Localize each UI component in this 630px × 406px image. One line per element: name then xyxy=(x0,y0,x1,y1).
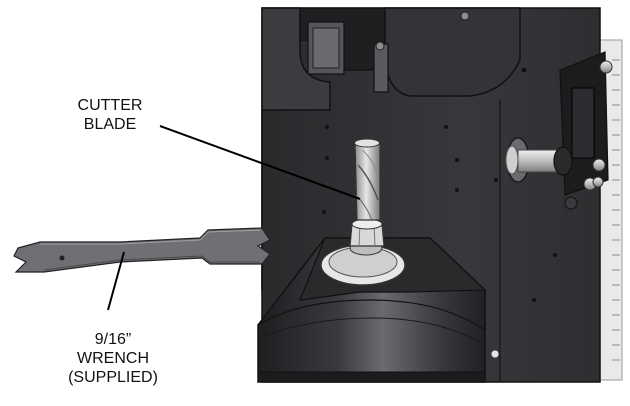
wrench-label-line3: (SUPPLIED) xyxy=(68,369,158,386)
top-housing-right xyxy=(384,7,521,97)
base-foot xyxy=(257,371,486,383)
wrench-label-line2: WRENCH xyxy=(77,350,149,367)
top-housing-left xyxy=(261,7,331,111)
cutter-blade xyxy=(354,142,381,221)
cutter-leader-line xyxy=(159,125,361,200)
wrench-leader-line xyxy=(107,251,125,311)
wrench-outline xyxy=(13,227,271,273)
scale-ticks xyxy=(612,59,620,361)
cutter-blade-label-line1: CUTTER xyxy=(77,97,143,114)
wrench-label: 9/16” WRENCH (SUPPLIED) xyxy=(58,330,168,387)
clamp-pin xyxy=(373,43,389,93)
top-screw xyxy=(460,11,470,21)
wrench-label-line1: 9/16” xyxy=(94,331,132,348)
cutter-blade-label: CUTTER BLADE xyxy=(62,96,158,134)
wrench-hole xyxy=(59,255,65,261)
body-screws xyxy=(322,67,557,302)
cutter-blade-label-line2: BLADE xyxy=(83,116,137,133)
